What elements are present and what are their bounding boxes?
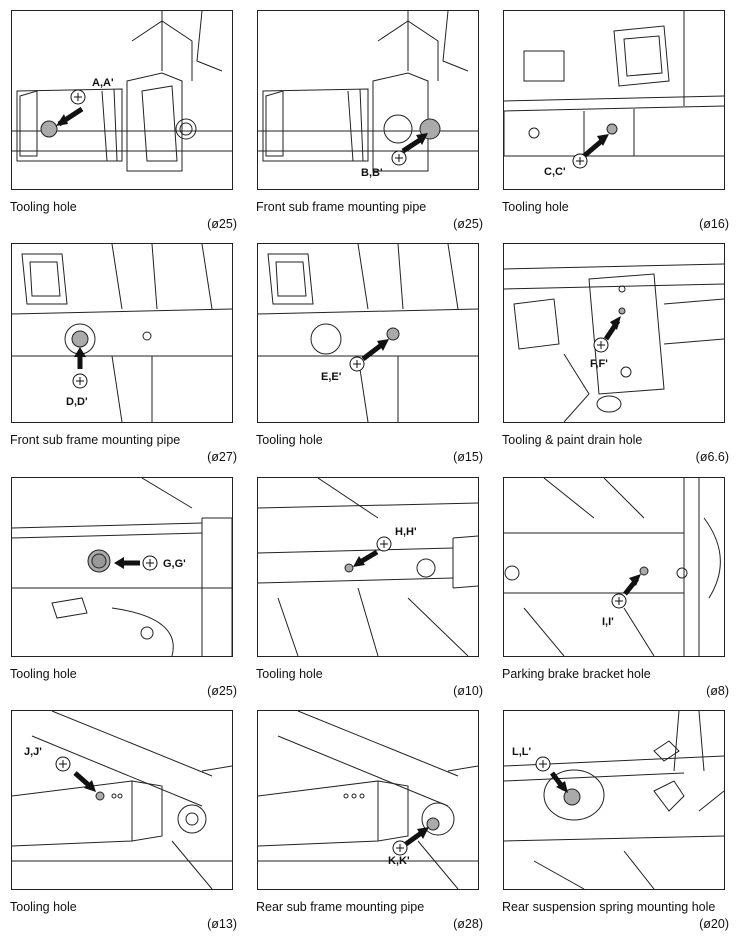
panel-12-illustration: L,L' bbox=[503, 710, 725, 890]
panel-description: Tooling & paint drain hole bbox=[502, 433, 643, 447]
hole-marker bbox=[639, 566, 649, 576]
hole-diameter: (ø10) bbox=[453, 684, 483, 698]
panel-8-illustration: H,H' bbox=[257, 477, 479, 657]
callout-label: E,E' bbox=[321, 371, 342, 383]
hole-diameter: (ø27) bbox=[207, 450, 237, 464]
panel-description: Rear suspension spring mounting hole bbox=[502, 900, 716, 914]
panel-12: L,L' Rear suspension spring mounting hol… bbox=[502, 710, 729, 931]
panel-11: K,K' Rear sub frame mounting pipe (ø28) bbox=[256, 710, 483, 931]
panel-4-illustration: D,D' bbox=[11, 243, 233, 423]
panel-2-illustration: B,B' bbox=[257, 10, 479, 190]
panel-1-illustration: A,A' bbox=[11, 10, 233, 190]
hole-diameter: (ø25) bbox=[453, 217, 483, 231]
callout-label: J,J' bbox=[24, 746, 42, 758]
hole-marker bbox=[618, 307, 626, 315]
hole-diameter: (ø16) bbox=[699, 217, 729, 231]
hole-marker bbox=[40, 120, 58, 138]
callout-label: H,H' bbox=[395, 526, 417, 538]
hole-marker bbox=[71, 330, 89, 348]
panel-7: G,G' Tooling hole (ø25) bbox=[10, 477, 237, 698]
panel-6: F,F' Tooling & paint drain hole (ø6.6) bbox=[502, 243, 729, 464]
panel-description: Tooling hole bbox=[502, 200, 569, 214]
hole-diameter: (ø6.6) bbox=[695, 450, 729, 464]
panel-description: Rear sub frame mounting pipe bbox=[256, 900, 425, 914]
panel-3-illustration: C,C' bbox=[503, 10, 725, 190]
panel-description: Tooling hole bbox=[256, 667, 323, 681]
callout-label: K,K' bbox=[388, 855, 410, 867]
hole-diameter: (ø25) bbox=[207, 217, 237, 231]
panel-9-illustration: I,I' bbox=[503, 477, 725, 657]
panel-5-illustration: E,E' bbox=[257, 243, 479, 423]
panel-6-illustration: F,F' bbox=[503, 243, 725, 423]
hole-marker bbox=[344, 563, 354, 573]
panel-description: Tooling hole bbox=[10, 200, 77, 214]
panel-3: C,C' Tooling hole (ø16) bbox=[502, 10, 729, 231]
hole-diameter: (ø15) bbox=[453, 450, 483, 464]
panel-8: H,H' Tooling hole (ø10) bbox=[256, 477, 483, 698]
panel-1: A,A' Tooling hole (ø25) bbox=[10, 10, 237, 231]
callout-label: C,C' bbox=[544, 166, 566, 178]
panel-description: Tooling hole bbox=[10, 900, 77, 914]
hole-marker bbox=[95, 791, 105, 801]
panel-2: B,B' Front sub frame mounting pipe (ø25) bbox=[256, 10, 483, 231]
callout-label: A,A' bbox=[92, 77, 114, 89]
hole-diameter: (ø13) bbox=[207, 917, 237, 931]
panel-10: J,J' Tooling hole (ø13) bbox=[10, 710, 237, 931]
panel-5: E,E' Tooling hole (ø15) bbox=[256, 243, 483, 464]
hole-diameter: (ø28) bbox=[453, 917, 483, 931]
hole-diameter: (ø20) bbox=[699, 917, 729, 931]
panel-11-illustration: K,K' bbox=[257, 710, 479, 890]
hole-marker bbox=[426, 817, 440, 831]
panel-7-illustration: G,G' bbox=[11, 477, 233, 657]
hole-marker bbox=[386, 327, 400, 341]
hole-marker bbox=[606, 123, 618, 135]
callout-label: G,G' bbox=[163, 558, 186, 570]
hole-diameter: (ø25) bbox=[207, 684, 237, 698]
panel-description: Front sub frame mounting pipe bbox=[256, 200, 427, 214]
callout-label: L,L' bbox=[512, 746, 531, 758]
panel-description: Tooling hole bbox=[256, 433, 323, 447]
callout-label: F,F' bbox=[590, 358, 608, 370]
panel-10-illustration: J,J' bbox=[11, 710, 233, 890]
panel-description: Tooling hole bbox=[10, 667, 77, 681]
callout-label: I,I' bbox=[602, 616, 614, 628]
hole-diameter: (ø8) bbox=[706, 684, 729, 698]
panel-description: Front sub frame mounting pipe bbox=[10, 433, 181, 447]
callout-label: D,D' bbox=[66, 396, 88, 408]
callout-label: B,B' bbox=[361, 167, 383, 179]
panel-4: D,D' Front sub frame mounting pipe (ø27) bbox=[10, 243, 237, 464]
panel-description: Parking brake bracket hole bbox=[502, 667, 651, 681]
panel-9: I,I' Parking brake bracket hole (ø8) bbox=[502, 477, 729, 698]
